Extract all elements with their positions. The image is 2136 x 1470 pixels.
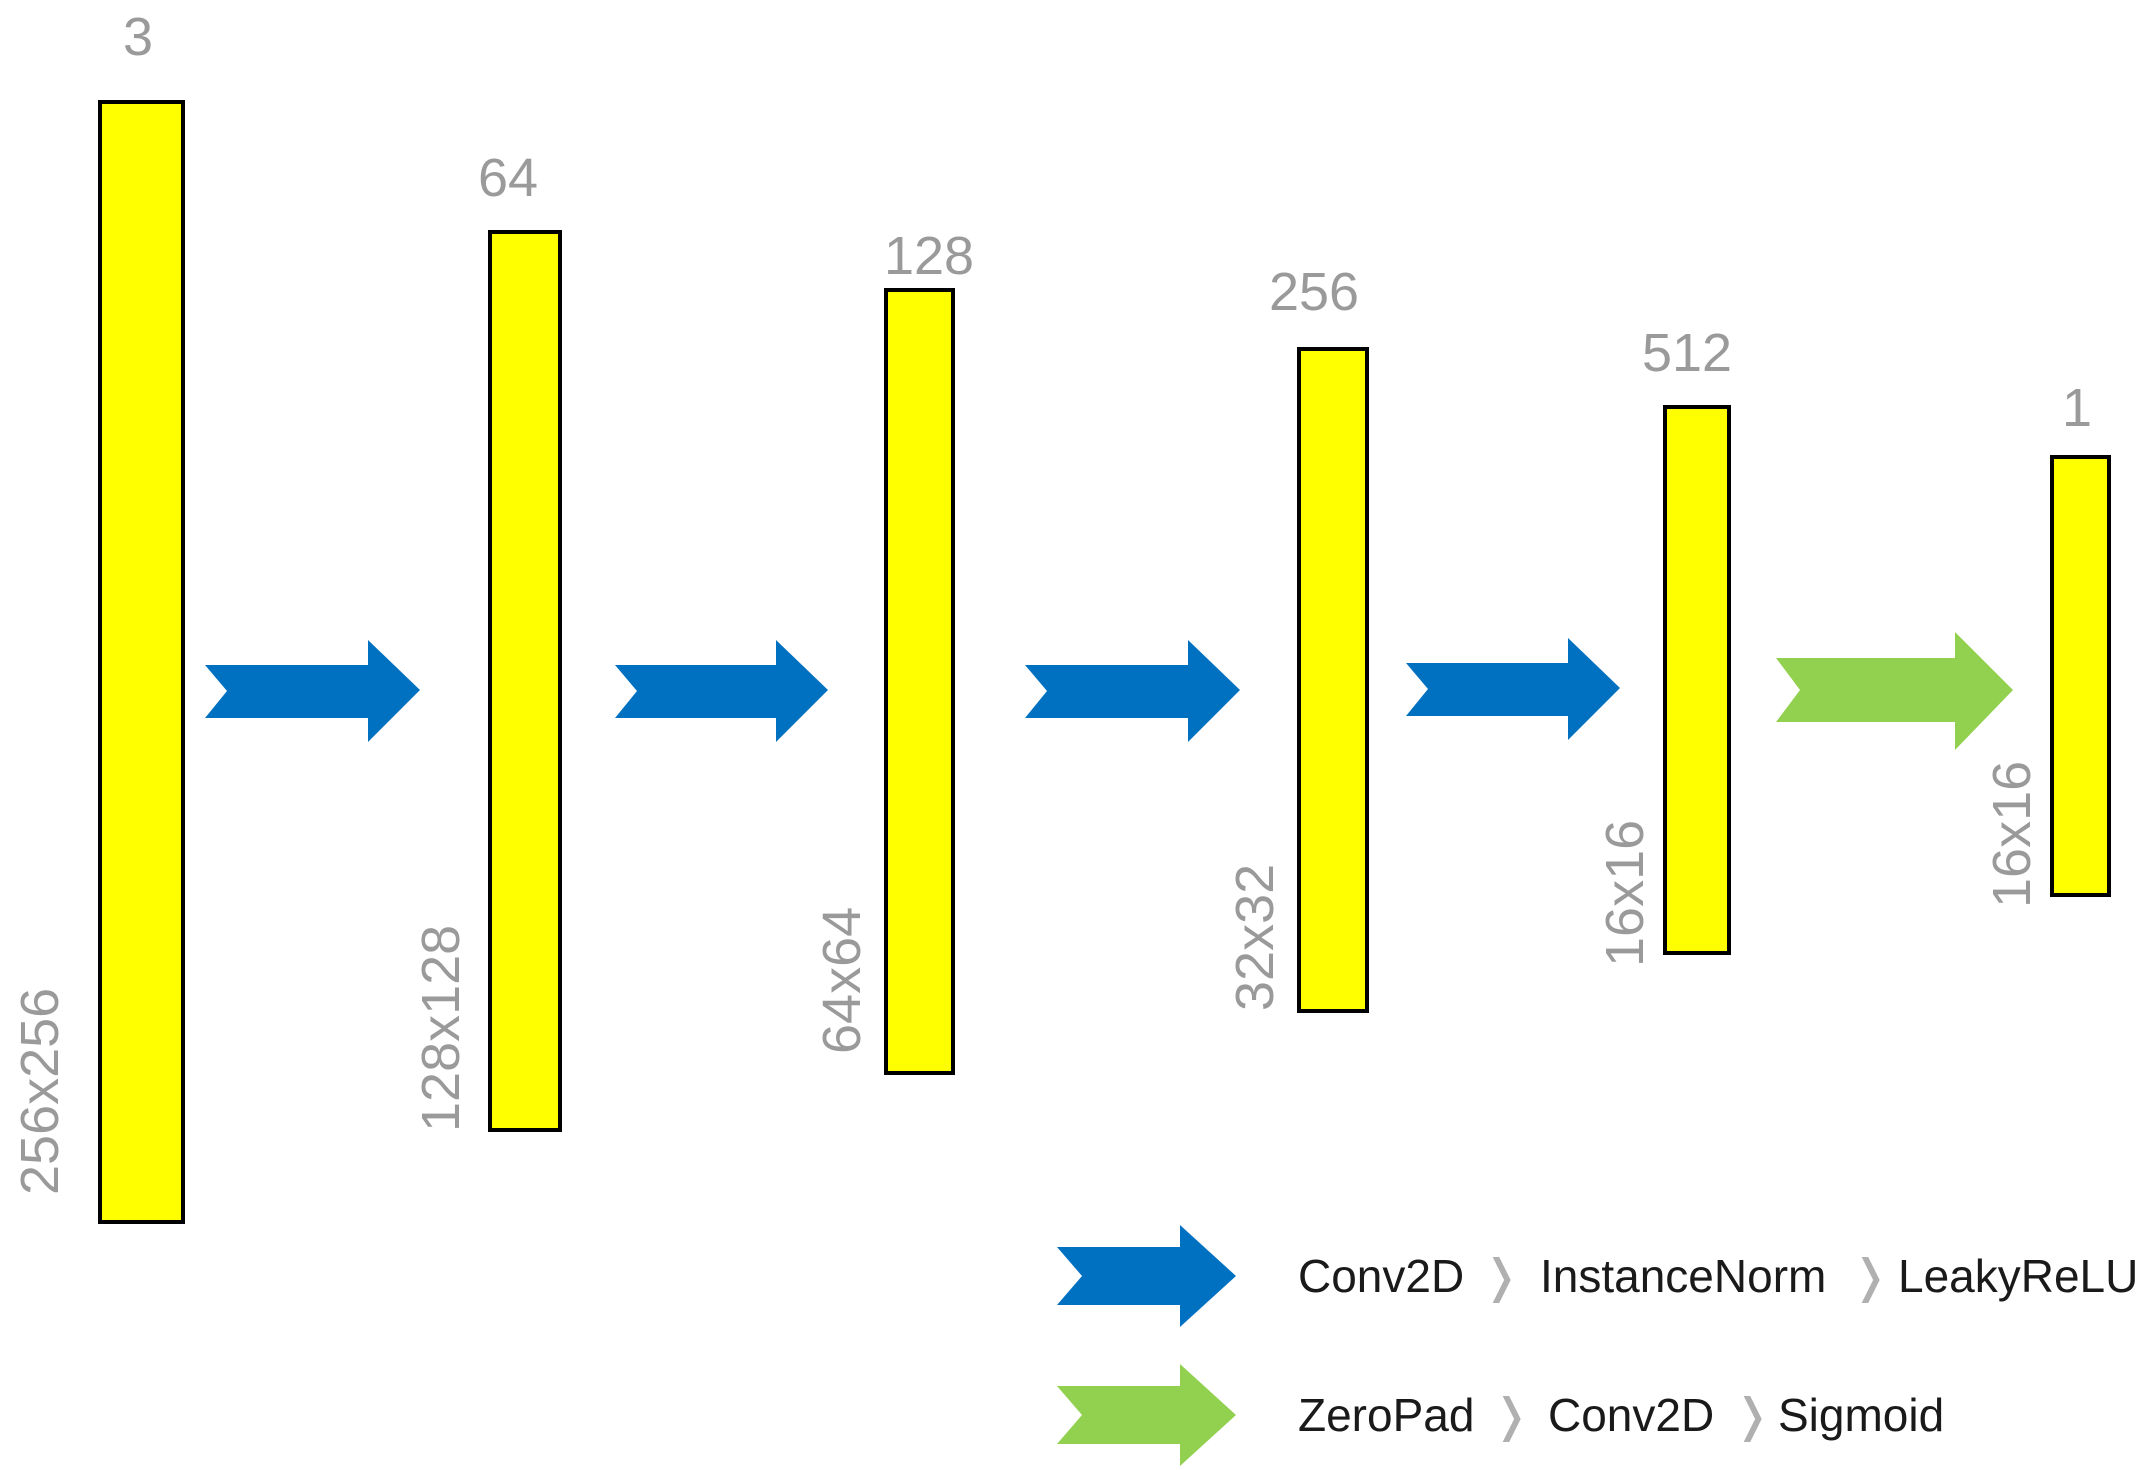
layer-0: 3 256x256 [10,7,185,1224]
legend-final-op-3: Sigmoid [1778,1389,1944,1441]
conv-arrow-icon [1406,638,1620,740]
legend-conv-op-2: InstanceNorm [1540,1250,1826,1302]
layer-3-channels: 256 [1269,262,1359,322]
layer-1-channels: 64 [478,148,538,208]
layer-5-block [2050,455,2111,897]
legend-separator: ❭ [1851,1250,1890,1304]
conv-arrow-icon [1025,640,1240,742]
layer-1-size: 128x128 [411,925,471,1132]
final-arrow-icon [1057,1364,1236,1466]
layer-3: 256 32x32 [1225,262,1369,1013]
legend-separator: ❭ [1733,1389,1772,1443]
layer-4-size: 16x16 [1595,820,1655,967]
legend-separator: ❭ [1492,1389,1531,1443]
conv-arrow-icon [1057,1225,1236,1327]
layer-0-size: 256x256 [10,988,70,1195]
layer-5: 1 16x16 [1982,378,2111,908]
layer-4-block [1663,405,1731,955]
layer-0-block [98,100,185,1224]
legend-row-conv-block: Conv2D ❭ InstanceNorm ❭ LeakyReLU [1057,1225,2136,1327]
legend-conv-op-3: LeakyReLU [1898,1250,2136,1302]
final-arrow-icon [1776,632,2013,750]
layer-2: 128 64x64 [812,226,974,1075]
layer-1: 64 128x128 [411,148,562,1132]
layer-0-channels: 3 [123,7,153,67]
legend-final-op-1: ZeroPad [1298,1389,1474,1441]
legend-row-final-block: ZeroPad ❭ Conv2D ❭ Sigmoid [1057,1364,1944,1466]
layer-3-block [1297,347,1369,1013]
layer-1-block [488,230,562,1132]
layer-3-size: 32x32 [1225,864,1285,1011]
layer-4-channels: 512 [1642,323,1732,383]
conv-arrow-icon [615,640,828,742]
layer-4: 512 16x16 [1595,323,1732,967]
legend-separator: ❭ [1482,1250,1521,1304]
conv-arrow-icon [205,640,420,742]
legend-conv-op-1: Conv2D [1298,1250,1464,1302]
layer-2-channels: 128 [884,226,974,286]
layer-5-channels: 1 [2062,378,2092,438]
legend-final-op-2: Conv2D [1548,1389,1714,1441]
legend: Conv2D ❭ InstanceNorm ❭ LeakyReLU ZeroPa… [1057,1225,2136,1466]
layer-2-size: 64x64 [812,907,872,1054]
layer-5-size: 16x16 [1982,761,2042,908]
layer-2-block [884,288,955,1075]
